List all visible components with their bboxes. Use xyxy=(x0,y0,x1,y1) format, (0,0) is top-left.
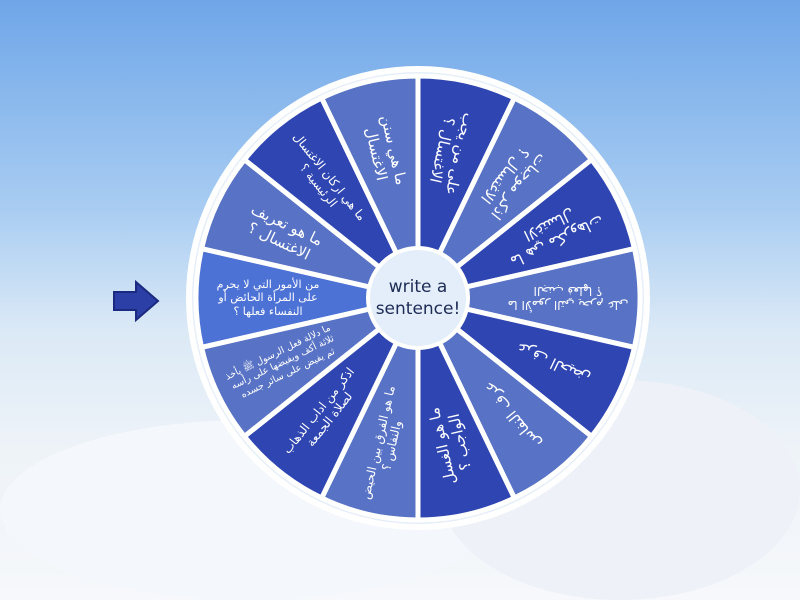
wheel-segment[interactable] xyxy=(198,295,420,440)
segment-label: ما الأمور التي يحرم على الجنب فعلها ؟ xyxy=(507,284,629,313)
wheel-center-button[interactable]: write a sentence! xyxy=(366,246,470,350)
segment-label: من الأمور التي لا يحرم على المرأة الحائض… xyxy=(216,278,320,318)
center-label: write a sentence! xyxy=(375,276,461,319)
arrow-right-icon xyxy=(113,280,160,322)
